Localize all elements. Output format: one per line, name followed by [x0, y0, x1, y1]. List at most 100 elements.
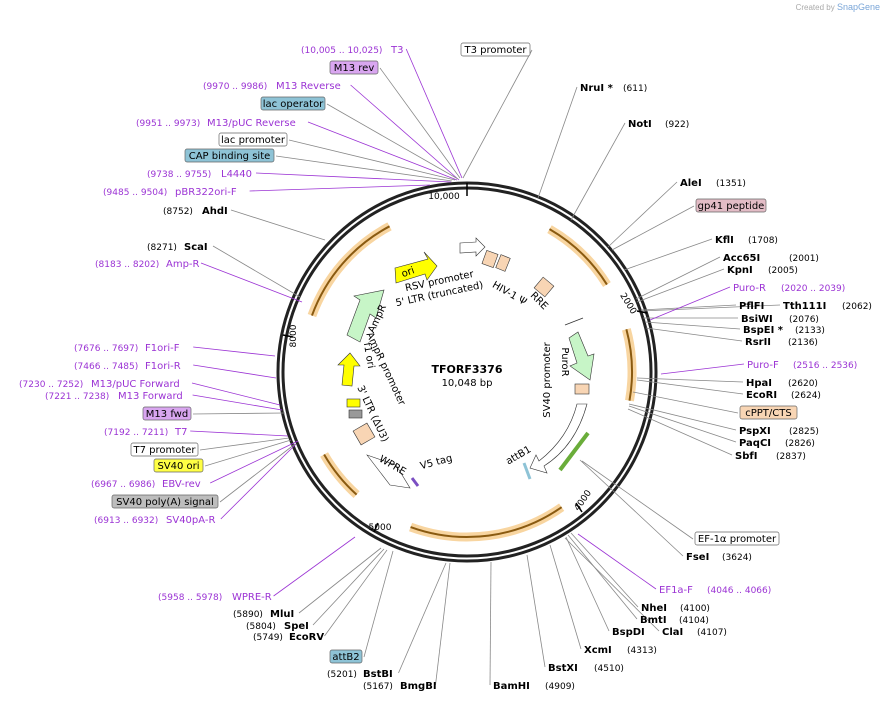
enzyme-kpni: KpnI	[727, 265, 753, 276]
leader-line	[193, 346, 276, 357]
rre-box	[533, 276, 555, 298]
inner-features	[337, 237, 595, 489]
leader-line	[210, 440, 299, 484]
primer-amp-r: Amp-R	[166, 259, 200, 270]
leader-line	[212, 245, 301, 298]
leader-line	[623, 238, 713, 271]
feature-lac-promoter: lac promoter	[218, 132, 288, 147]
enzyme-bstxi: BstXI	[548, 663, 578, 674]
enzyme-position: (2005)	[768, 266, 798, 276]
credit: Created by SnapGene	[795, 2, 880, 12]
primer-position: (7221 .. 7238)	[45, 392, 109, 402]
snapgene-logo: SnapGene	[836, 2, 880, 12]
enzyme-bspdi: BspDI	[612, 627, 645, 638]
primer-ef1a-f: EF1a-F	[659, 585, 693, 596]
inner-label-f1-ori: f1 ori	[361, 342, 376, 370]
primer-t3: T3	[390, 45, 403, 56]
leader-line	[193, 364, 277, 379]
plasmid-length: 10,048 bp	[442, 378, 493, 389]
enzyme-bsiwi: BsiWI	[741, 314, 773, 325]
orf-arc-1-core	[548, 228, 608, 286]
primer-position: (4046 .. 4066)	[707, 586, 771, 596]
sv40-polya-box	[348, 409, 363, 419]
feature-ef-1-promoter: EF-1α promoter	[694, 531, 780, 546]
enzyme-clai: ClaI	[662, 627, 683, 638]
enzyme-position: (8271)	[147, 243, 177, 253]
leader-lines	[190, 48, 781, 686]
enzyme-bamhi: BamHI	[493, 681, 530, 692]
enzyme-position: (4100)	[680, 604, 710, 614]
ring-tick-label: 8000	[289, 324, 299, 347]
leader-line	[307, 121, 458, 181]
enzyme-rsrii: RsrII	[745, 337, 771, 348]
primer-position: (2516 .. 2536)	[793, 361, 857, 371]
primer-wpre-r: WPRE-R	[232, 592, 272, 603]
feature-label: cPPT/CTS	[745, 408, 791, 419]
primer-pbr322ori-f: pBR322ori-F	[175, 187, 237, 198]
leader-line	[190, 430, 289, 437]
leader-line	[363, 550, 394, 658]
feature-label: attB2	[332, 652, 359, 663]
leader-line	[660, 363, 745, 375]
leader-line	[255, 172, 452, 183]
leader-line	[628, 403, 737, 431]
wpre-arrow	[366, 454, 411, 489]
feature-attb2: attB2	[329, 649, 363, 664]
primer-m13-puc-forward: M13/pUC Forward	[91, 379, 180, 390]
feature-lac-operator: lac operator	[260, 96, 326, 111]
leader-line	[288, 139, 456, 181]
feature-sv40-ori: SV40 ori	[153, 458, 204, 473]
leader-line	[632, 391, 739, 414]
cppt-box	[574, 383, 590, 395]
rsv-promoter-arrow	[459, 237, 486, 257]
feature-label: T7 promoter	[132, 445, 196, 456]
ampr-arrow	[346, 289, 385, 343]
leader-line	[579, 459, 684, 557]
feature-t3-promoter: T3 promoter	[460, 42, 531, 57]
enzyme-position: (2620)	[788, 379, 818, 389]
enzyme-bmti: BmtI	[640, 615, 667, 626]
leader-line	[636, 377, 744, 383]
leader-line	[627, 408, 733, 456]
primer-t7: T7	[174, 427, 187, 438]
leader-line	[570, 532, 639, 608]
leader-line	[635, 256, 721, 300]
primer-position: (9951 .. 9973)	[136, 119, 200, 129]
enzyme-pflfi: PflFI	[739, 301, 764, 312]
sv40-promoter-arrow	[529, 403, 588, 474]
leader-line	[567, 534, 638, 620]
orf-arc-4	[320, 452, 360, 498]
inner-label-hiv-1: HIV-1 Ψ	[490, 280, 528, 308]
primer-position: (7230 .. 7252)	[19, 380, 83, 390]
enzyme-pspxi: PspXI	[739, 426, 771, 437]
orf-arc-3	[409, 503, 565, 542]
enzyme-hpai: HpaI	[746, 378, 772, 389]
enzyme-position: (4107)	[697, 628, 727, 638]
enzyme-position: (2062)	[842, 302, 872, 312]
ori-arrow	[394, 251, 438, 284]
plasmid-name: TFORF3376	[432, 363, 503, 376]
leader-line	[275, 155, 453, 182]
leader-line	[526, 554, 546, 668]
leader-line	[577, 533, 657, 590]
enzyme-ecorv: EcoRV	[289, 632, 324, 643]
feature-sv40-poly-a-signal: SV40 poly(A) signal	[111, 494, 219, 509]
ring-tick-label: 5000	[369, 523, 392, 533]
sv40-ori-box	[346, 398, 361, 408]
leader-line	[435, 562, 451, 686]
enzyme-position: (2837)	[776, 452, 806, 462]
primer-m13-reverse: M13 Reverse	[276, 81, 341, 92]
leader-line	[628, 405, 737, 443]
primer-ebv-rev: EBV-rev	[162, 479, 201, 490]
enzyme-position: (5890)	[233, 610, 263, 620]
leader-line	[398, 562, 447, 674]
orf-arc-3-core	[410, 506, 563, 538]
enzyme-acc65i: Acc65I	[723, 253, 760, 264]
puror-hatch	[564, 317, 584, 326]
enzyme-kfli: KflI	[715, 235, 734, 246]
enzyme-position: (2624)	[791, 391, 821, 401]
ltr-box	[481, 249, 499, 269]
leader-line	[230, 209, 326, 241]
enzyme-mlui: MluI	[270, 609, 294, 620]
